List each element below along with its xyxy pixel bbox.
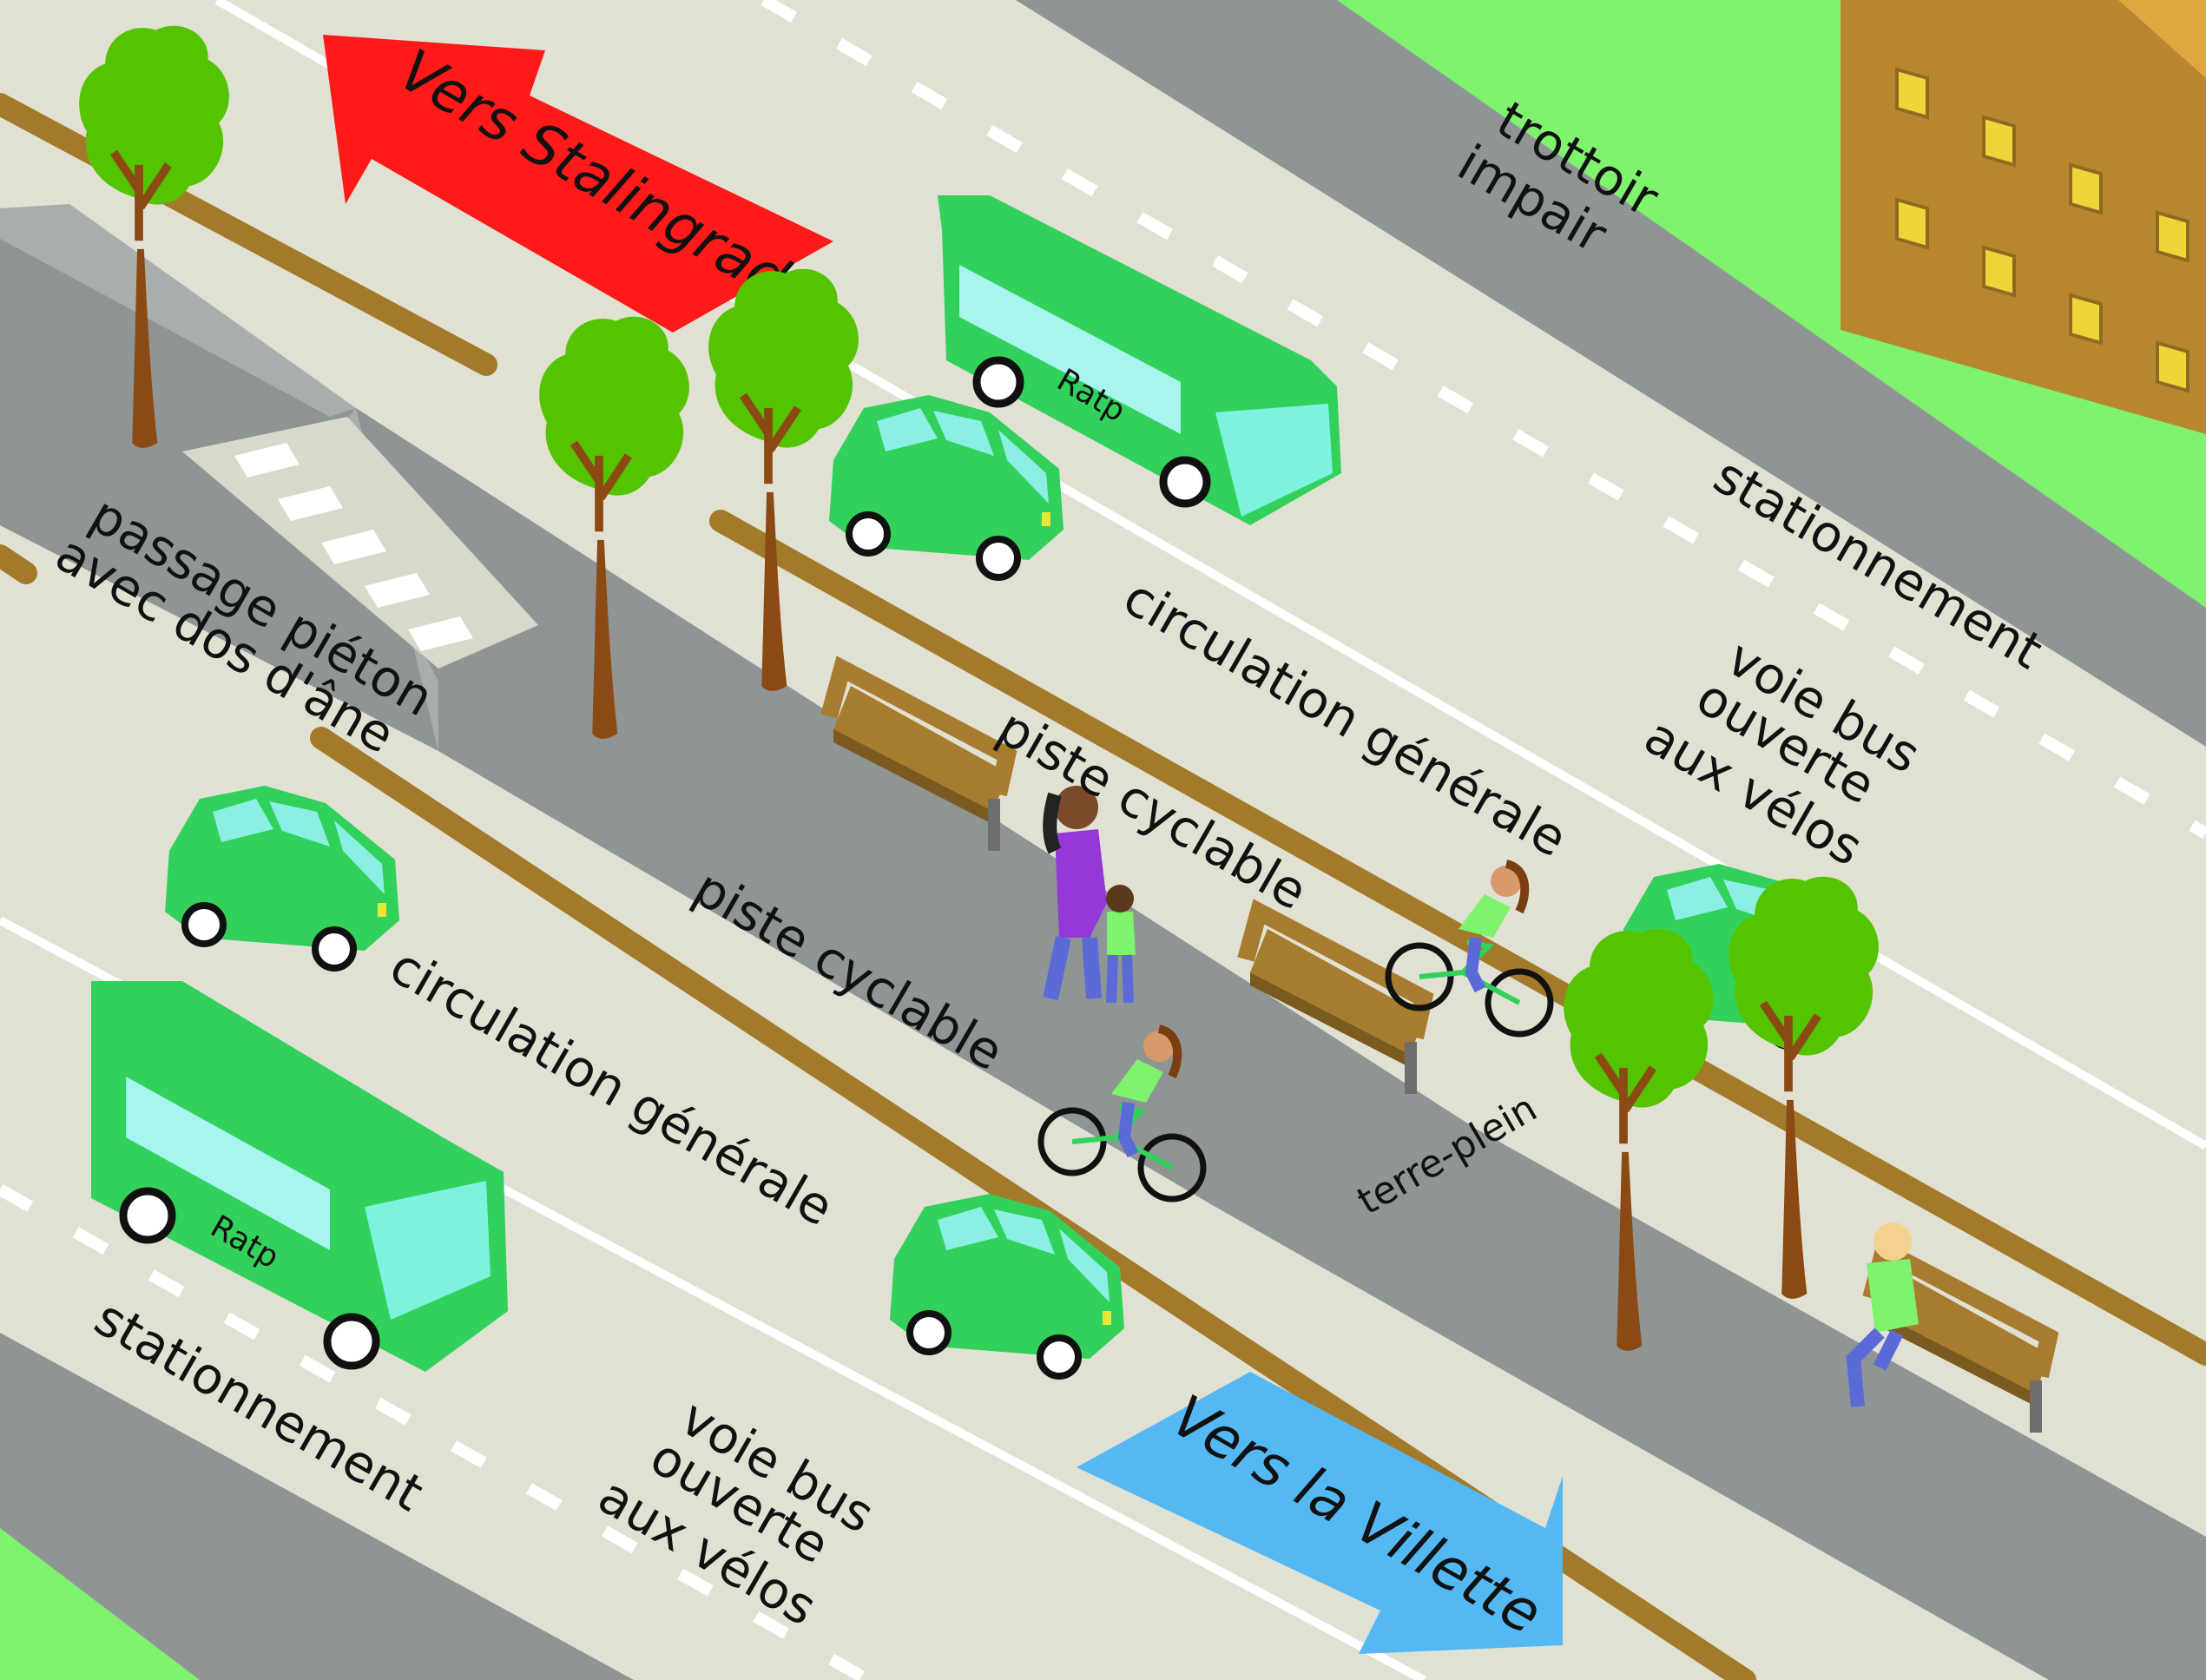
building-icon — [1841, 0, 2206, 434]
arrow-south: Vers la Villette — [1077, 1372, 1563, 1654]
pedestrian-icon — [1106, 885, 1136, 1004]
pedestrian-icon — [1043, 786, 1107, 1000]
pedestrian-icon — [1846, 1222, 1919, 1407]
bus-icon: Ratp — [938, 195, 1341, 525]
cyclist-icon — [1388, 864, 1551, 1034]
bus-icon: Ratp — [91, 981, 508, 1372]
car-icon — [829, 395, 1063, 577]
crosswalk-icon — [182, 417, 538, 669]
car-icon — [890, 1194, 1124, 1376]
car-icon — [165, 786, 399, 968]
